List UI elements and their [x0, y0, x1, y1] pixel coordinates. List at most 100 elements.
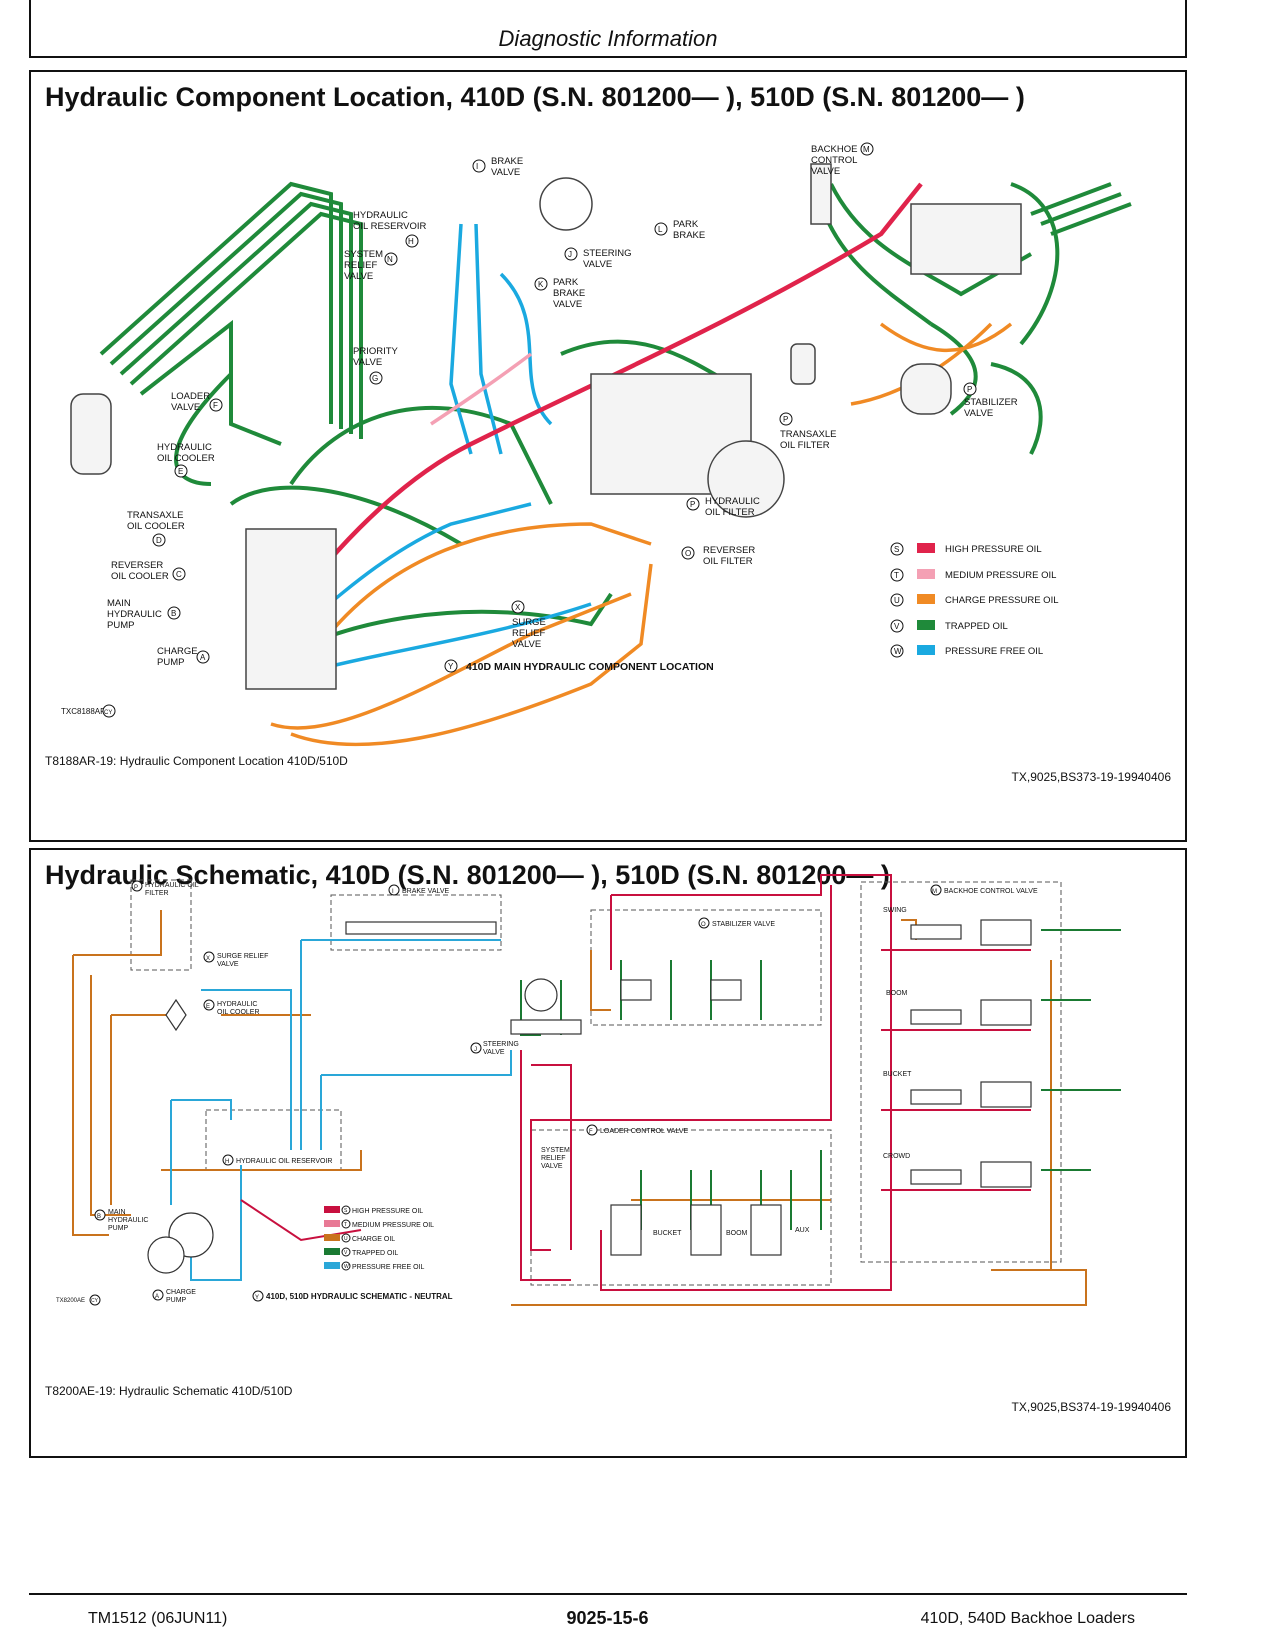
svg-text:HIGH PRESSURE OIL: HIGH PRESSURE OIL — [945, 544, 1042, 555]
svg-text:O: O — [701, 922, 706, 928]
svg-text:BUCKET: BUCKET — [653, 1230, 682, 1237]
svg-text:VALVE: VALVE — [583, 259, 612, 270]
stabilizer-block — [900, 363, 952, 415]
svg-text:BACKHOE CONTROL VALVE: BACKHOE CONTROL VALVE — [944, 888, 1038, 895]
svg-text:PRESSURE FREE OIL: PRESSURE FREE OIL — [945, 646, 1043, 657]
svg-text:OIL COOLER: OIL COOLER — [157, 453, 215, 464]
legend2-swatch-free — [324, 1262, 340, 1269]
svg-text:N: N — [387, 255, 393, 264]
svg-text:X: X — [515, 603, 521, 612]
svg-text:B: B — [97, 1214, 101, 1220]
svg-text:A: A — [155, 1294, 159, 1300]
svg-text:U: U — [894, 596, 900, 605]
svg-text:B: B — [171, 609, 176, 618]
svg-text:OIL FILTER: OIL FILTER — [780, 440, 830, 451]
svg-text:OIL RESERVOIR: OIL RESERVOIR — [353, 221, 427, 232]
svg-text:I: I — [476, 162, 478, 171]
component-location-figure: I BRAKE VALVE HYDRAULIC OIL RESERVOIR H … — [61, 142, 1132, 747]
svg-text:P: P — [690, 500, 695, 509]
schematic-charge-lines — [72, 910, 1087, 1306]
svg-text:CROWD: CROWD — [883, 1153, 910, 1160]
svg-text:HYDRAULIC: HYDRAULIC — [157, 442, 212, 453]
footer-model: 410D, 540D Backhoe Loaders — [920, 1610, 1135, 1627]
svg-text:I: I — [392, 889, 394, 895]
svg-text:SWING: SWING — [883, 907, 907, 914]
svg-text:PUMP: PUMP — [166, 1297, 187, 1304]
svg-text:BRAKE: BRAKE — [553, 288, 585, 299]
legend-swatch-free — [917, 645, 935, 655]
svg-text:STEERING: STEERING — [483, 1041, 519, 1048]
svg-text:TRANSAXLE: TRANSAXLE — [780, 429, 837, 440]
svg-text:HYDRAULIC: HYDRAULIC — [705, 496, 760, 507]
svg-text:J: J — [568, 250, 572, 259]
svg-text:BACKHOE: BACKHOE — [811, 144, 857, 155]
svg-text:RELIEF: RELIEF — [541, 1155, 566, 1162]
svg-text:T: T — [344, 1222, 347, 1228]
page-header-title: Diagnostic Information — [498, 26, 718, 51]
svg-text:LOADER: LOADER — [171, 391, 210, 402]
page-header-box: Diagnostic Information — [29, 0, 1187, 58]
svg-text:STABILIZER VALVE: STABILIZER VALVE — [712, 921, 775, 928]
schematic-return-lines — [170, 939, 512, 1281]
svg-text:MAIN: MAIN — [108, 1209, 126, 1216]
svg-text:VALVE: VALVE — [171, 402, 200, 413]
svg-text:OIL FILTER: OIL FILTER — [703, 556, 753, 567]
svg-text:M: M — [863, 145, 870, 154]
charge-pressure-oil-hoses — [270, 322, 1013, 747]
svg-text:OIL COOLER: OIL COOLER — [217, 1009, 260, 1016]
svg-text:SURGE RELIEF: SURGE RELIEF — [217, 953, 268, 960]
legend-swatch-trapped — [917, 620, 935, 630]
svg-text:SYSTEM: SYSTEM — [344, 249, 383, 260]
machine-components — [70, 163, 1022, 690]
svg-text:PARK: PARK — [673, 219, 699, 230]
svg-text:S: S — [894, 545, 899, 554]
transaxle-hub — [707, 440, 785, 518]
section1-title: Hydraulic Component Location, 410D (S.N.… — [45, 82, 1025, 112]
svg-text:FILTER: FILTER — [145, 890, 169, 897]
section2-ref: TX,9025,BS374-19-19940406 — [1011, 1400, 1171, 1414]
footer-page-number: 9025-15-6 — [566, 1608, 649, 1628]
svg-text:VALVE: VALVE — [964, 408, 993, 419]
svg-text:MEDIUM PRESSURE OIL: MEDIUM PRESSURE OIL — [352, 1222, 434, 1229]
svg-text:O: O — [685, 549, 691, 558]
svg-text:CHARGE OIL: CHARGE OIL — [352, 1236, 395, 1243]
component-outlines — [130, 879, 1062, 1286]
svg-text:VALVE: VALVE — [353, 357, 382, 368]
cooler-block — [245, 528, 337, 690]
svg-text:SYSTEM: SYSTEM — [541, 1147, 570, 1154]
steering-wheel — [539, 177, 593, 231]
legend2-swatch-trapped — [324, 1248, 340, 1255]
svg-text:TRAPPED OIL: TRAPPED OIL — [352, 1250, 398, 1257]
svg-text:W: W — [894, 647, 902, 656]
svg-text:CHARGE: CHARGE — [157, 646, 198, 657]
svg-text:BRAKE: BRAKE — [673, 230, 705, 241]
section1-ref: TX,9025,BS373-19-19940406 — [1011, 770, 1171, 784]
svg-text:PRESSURE FREE OIL: PRESSURE FREE OIL — [352, 1264, 424, 1271]
schematic-labels: P HYDRAULIC OIL FILTER X SURGE RELIEF VA… — [56, 880, 1038, 1306]
callout-brake-valve-1: BRAKE — [491, 156, 523, 167]
hydraulic-schematic-figure: P HYDRAULIC OIL FILTER X SURGE RELIEF VA… — [56, 874, 1121, 1306]
svg-text:M: M — [932, 889, 937, 895]
backhoe-valve-block — [910, 203, 1022, 275]
svg-text:OIL COOLER: OIL COOLER — [111, 571, 169, 582]
svg-text:Y: Y — [255, 1295, 259, 1301]
section1-caption: T8188AR-19: Hydraulic Component Location… — [45, 754, 348, 768]
schematic-valves — [147, 919, 1032, 1274]
section2-caption: T8200AE-19: Hydraulic Schematic 410D/510… — [45, 1384, 293, 1398]
figure2-subtitle: 410D, 510D HYDRAULIC SCHEMATIC - NEUTRAL — [266, 1292, 453, 1301]
svg-text:BRAKE VALVE: BRAKE VALVE — [402, 888, 450, 895]
svg-text:J: J — [474, 1047, 477, 1053]
svg-text:BOOM: BOOM — [726, 1230, 748, 1237]
section2-title: Hydraulic Schematic, 410D (S.N. 801200— … — [45, 860, 890, 890]
svg-text:P: P — [783, 415, 788, 424]
svg-text:V: V — [894, 622, 900, 631]
svg-text:L: L — [658, 225, 663, 234]
svg-text:BUCKET: BUCKET — [883, 1071, 912, 1078]
svg-text:VALVE: VALVE — [553, 299, 582, 310]
legend-1: S HIGH PRESSURE OIL T MEDIUM PRESSURE OI… — [890, 542, 1059, 658]
svg-text:HYDRAULIC OIL: HYDRAULIC OIL — [145, 882, 199, 889]
schematic-high-pressure-lines — [240, 874, 1031, 1291]
svg-text:AUX: AUX — [795, 1227, 810, 1234]
svg-text:VALVE: VALVE — [483, 1049, 505, 1056]
svg-text:STABILIZER: STABILIZER — [964, 397, 1018, 408]
